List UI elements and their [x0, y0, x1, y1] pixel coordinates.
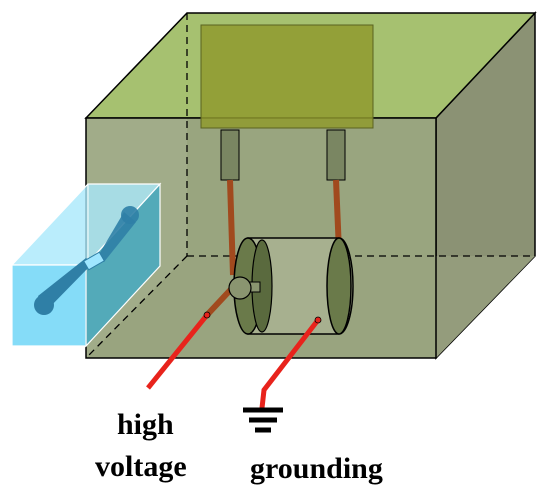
top-holder-plate — [200, 24, 374, 129]
needle-electrode-right — [98, 206, 139, 262]
high-voltage-wire-joint — [203, 311, 211, 319]
grounding-wire — [259, 318, 320, 409]
high-voltage-label-line2: voltage — [95, 450, 187, 483]
high-voltage-label-line1: high — [117, 408, 174, 441]
high-voltage-wire — [146, 313, 209, 390]
support-rod-right — [326, 129, 346, 181]
support-rod-left — [220, 129, 240, 181]
grounding-wire-joint — [314, 316, 322, 324]
internal-wire-left — [227, 179, 236, 276]
electrode-knob — [228, 276, 252, 300]
ground-symbol-icon — [243, 407, 283, 433]
electrode-cylinder-right-cap — [326, 237, 352, 335]
grounding-label: grounding — [250, 452, 383, 485]
needle-electrode-left — [34, 258, 92, 315]
sample-gap — [83, 251, 105, 271]
